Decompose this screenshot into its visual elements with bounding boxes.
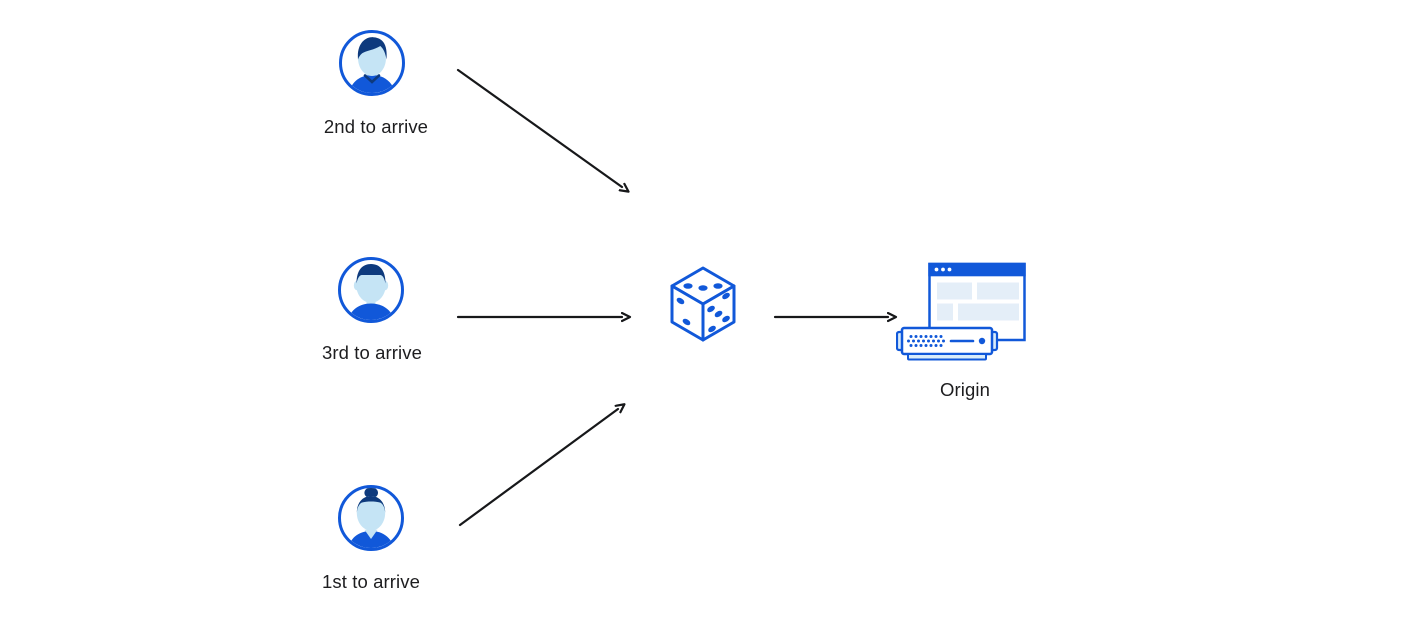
node-user-1st-to-arrive: [337, 484, 405, 552]
user-female-bun-avatar-icon: [338, 485, 404, 551]
label-user-2nd-to-arrive: 2nd to arrive: [323, 116, 429, 137]
label-origin: Origin: [940, 379, 990, 400]
server-led-dot: [978, 337, 986, 345]
user-male-swept-hair-avatar-icon: [339, 30, 405, 96]
node-user-2nd-to-arrive: [338, 29, 406, 97]
user-male-flat-hair-avatar-icon: [338, 257, 404, 323]
label-user-3rd-to-arrive: 3rd to arrive: [321, 342, 422, 363]
node-user-3rd-to-arrive: [337, 256, 405, 324]
server-vent-dots: [907, 335, 945, 347]
arrow-user1-to-dice: [458, 409, 618, 527]
server-icon: [896, 326, 999, 361]
dice-icon: [670, 266, 736, 342]
node-origin: [896, 261, 1028, 365]
label-user-1st-to-arrive: 1st to arrive: [322, 571, 420, 592]
origin-browser-and-server-icon: [896, 262, 1026, 361]
arrow-user2-to-dice: [456, 68, 622, 187]
node-random-selector: [668, 265, 738, 347]
browser-window-icon: [928, 262, 1026, 342]
